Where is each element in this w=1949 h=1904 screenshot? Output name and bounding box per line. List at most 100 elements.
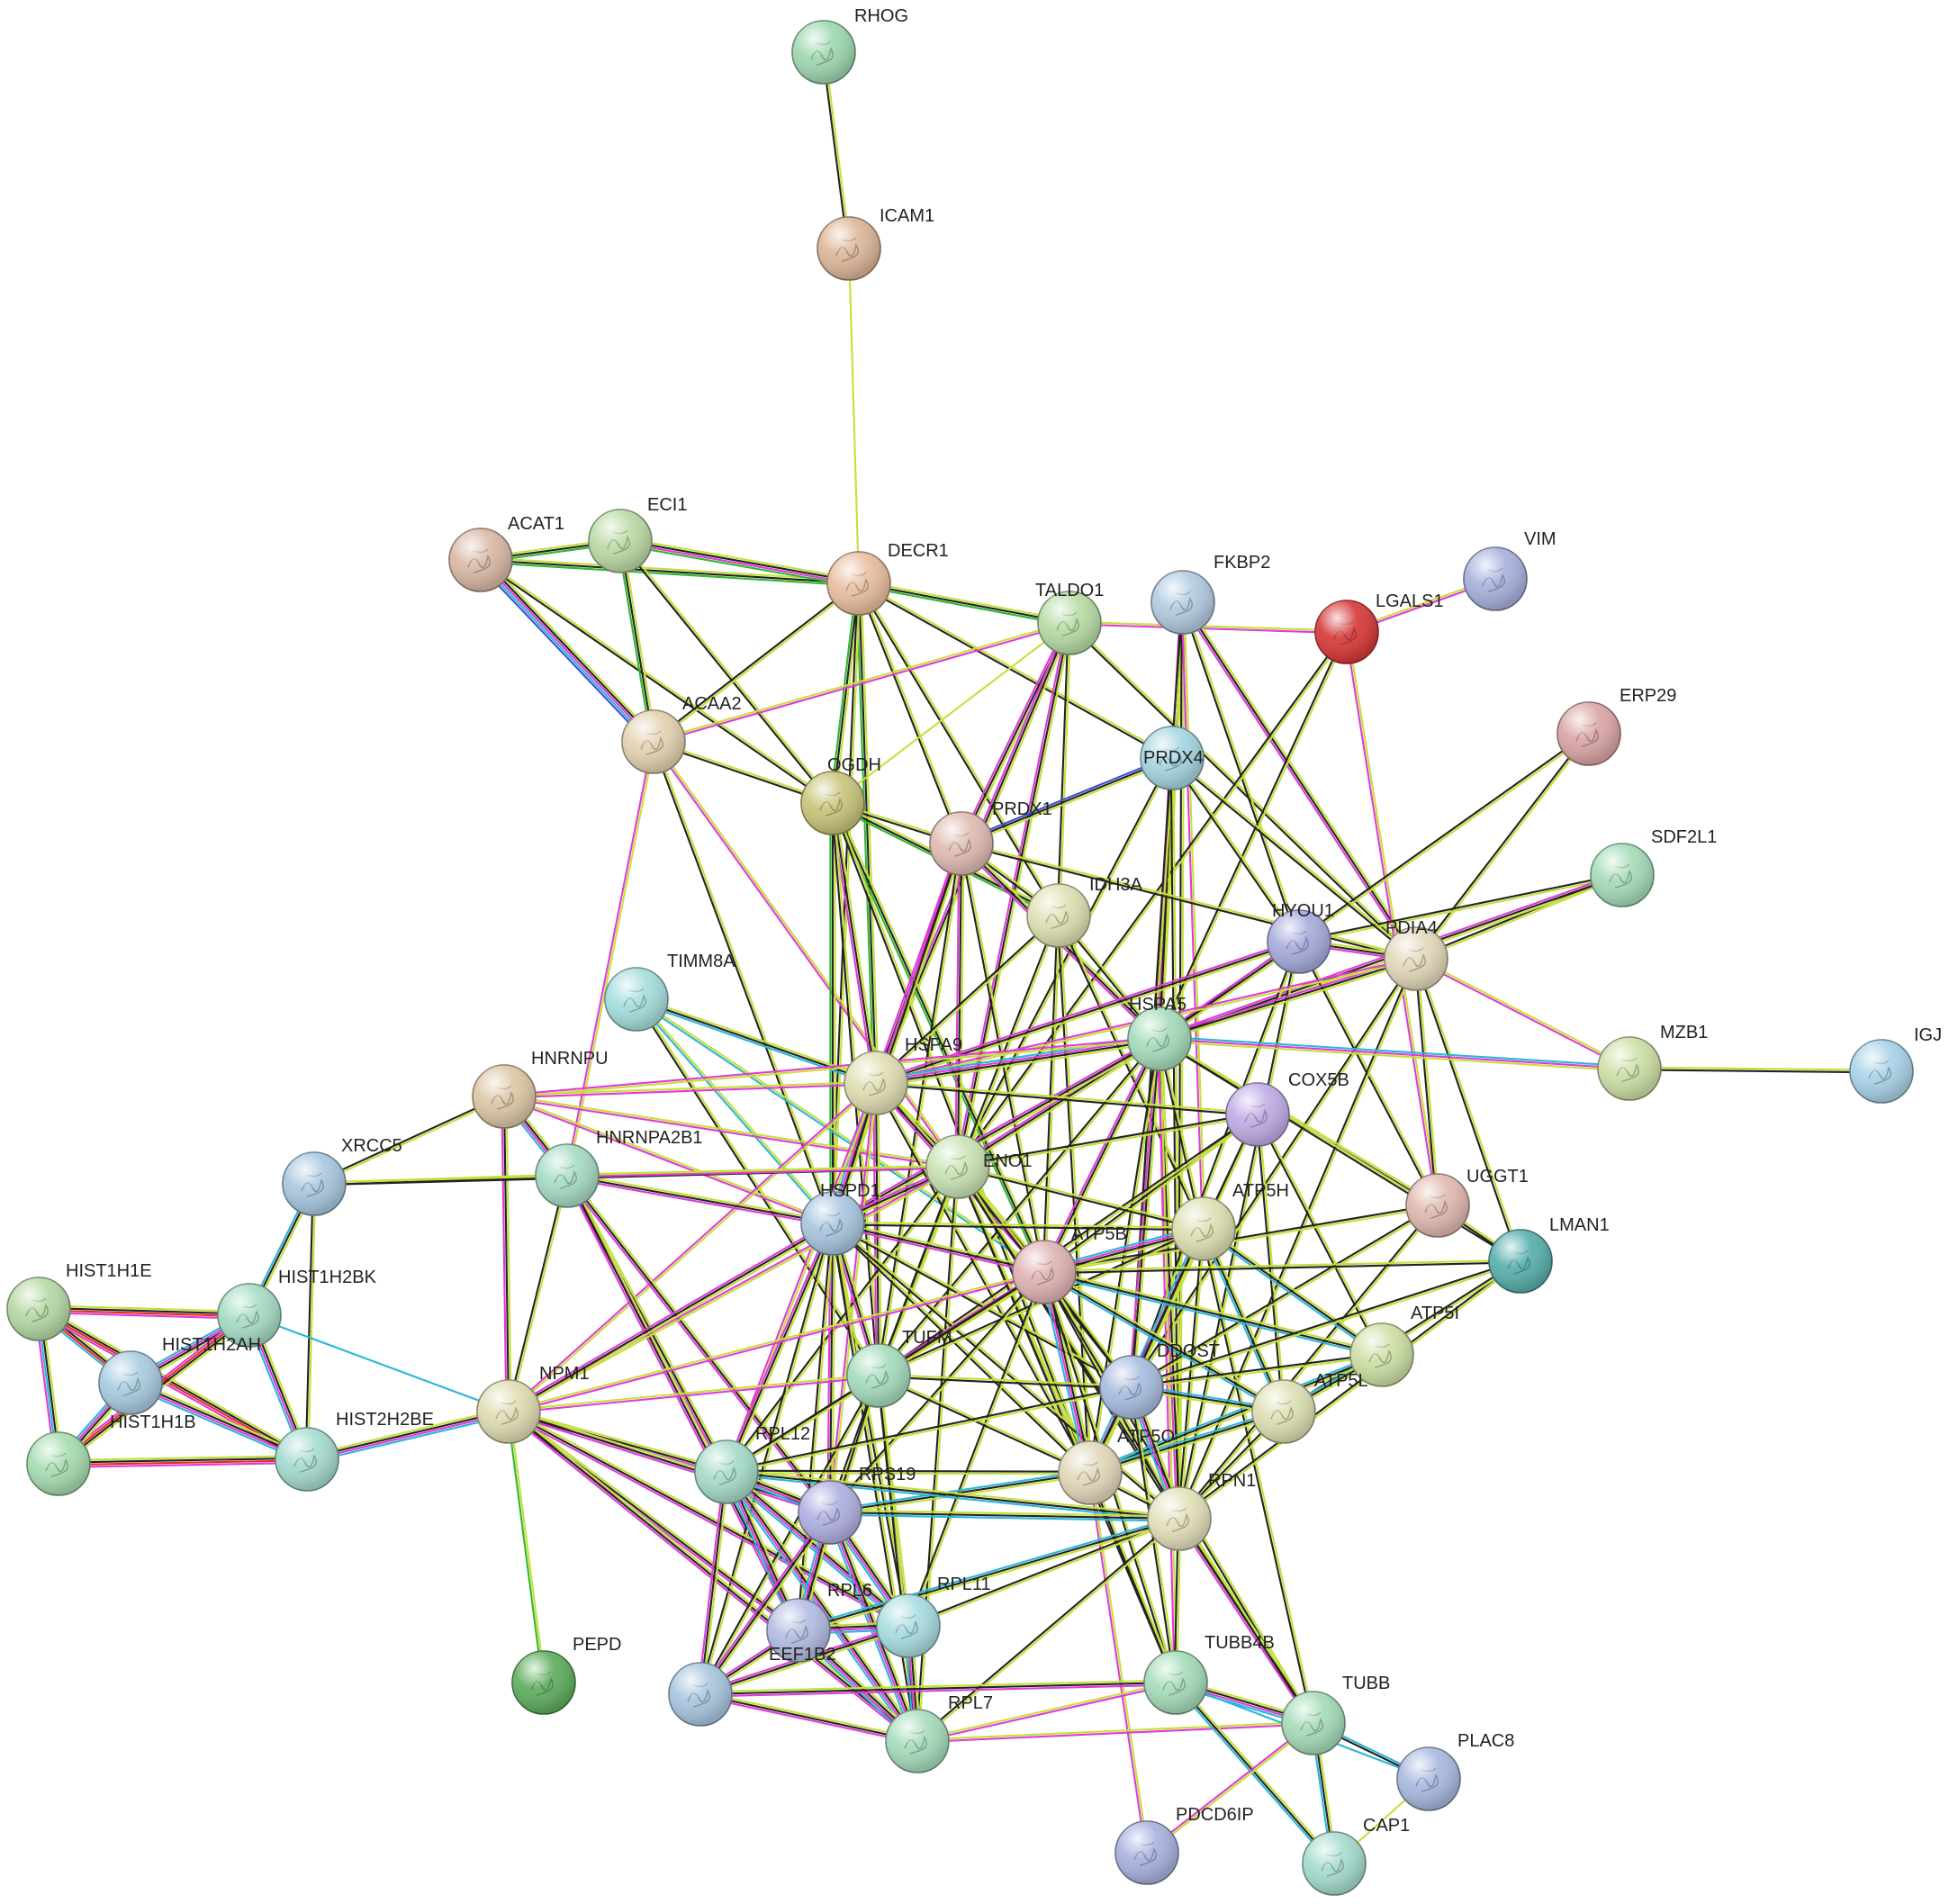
node-pdcd6ip[interactable]: PDCD6IP bbox=[1114, 1805, 1254, 1885]
node-icam1[interactable]: ICAM1 bbox=[817, 206, 934, 281]
node-atp5o[interactable]: ATP5O bbox=[1058, 1427, 1175, 1505]
node-rps19[interactable]: RPS19 bbox=[798, 1465, 916, 1545]
node-atp5h[interactable]: ATP5H bbox=[1171, 1181, 1289, 1261]
node-rpl7[interactable]: RPL7 bbox=[885, 1693, 993, 1773]
node-hist2h2be[interactable]: HIST2H2BE bbox=[275, 1410, 434, 1492]
node-pepd[interactable]: PEPD bbox=[511, 1635, 621, 1715]
edge-line-databases bbox=[1040, 1272, 1088, 1475]
edge-line-text-mining bbox=[1180, 1516, 1317, 1723]
node-uggt1[interactable]: UGGT1 bbox=[1405, 1167, 1529, 1238]
node-hnrnpa2b1[interactable]: HNRNPA2B1 bbox=[535, 1128, 703, 1208]
node-gloss bbox=[622, 710, 685, 773]
node-hspa5[interactable]: HSPA5 bbox=[1127, 995, 1192, 1071]
edge-line-text-mining bbox=[620, 539, 835, 803]
edge-line-databases bbox=[829, 1513, 1179, 1522]
edge-line-experiments bbox=[507, 1081, 876, 1412]
edge-line-coexpression bbox=[831, 1223, 1090, 1475]
node-gloss bbox=[1850, 1040, 1913, 1103]
node-rpn1[interactable]: RPN1 bbox=[1147, 1471, 1256, 1551]
edge-line-databases bbox=[1201, 1230, 1382, 1358]
node-gloss bbox=[1591, 844, 1654, 907]
node-atp5i[interactable]: ATP5I bbox=[1349, 1304, 1459, 1387]
node-hnrnpu[interactable]: HNRNPU bbox=[472, 1049, 609, 1129]
node-acaa2[interactable]: ACAA2 bbox=[621, 694, 742, 774]
node-cap1[interactable]: CAP1 bbox=[1302, 1816, 1410, 1896]
edge-line-coexpression bbox=[1413, 959, 1438, 1206]
node-atp5b[interactable]: ATP5B bbox=[1012, 1224, 1127, 1304]
node-hspa9[interactable]: HSPA9 bbox=[844, 1035, 962, 1115]
node-xrcc5[interactable]: XRCC5 bbox=[282, 1136, 402, 1216]
edge-line-text-mining bbox=[1132, 1261, 1521, 1390]
node-taldo1[interactable]: TALDO1 bbox=[1035, 581, 1104, 655]
node-timm8a[interactable]: TIMM8A bbox=[604, 952, 735, 1032]
node-gloss bbox=[1148, 1487, 1211, 1550]
node-gloss bbox=[1397, 1747, 1460, 1810]
edge-line-text-mining bbox=[958, 1040, 1161, 1170]
node-ddost[interactable]: DDOST bbox=[1099, 1341, 1220, 1420]
node-rpl6[interactable]: RPL6 bbox=[766, 1581, 872, 1663]
edge-atp5h-atp5i bbox=[1201, 1226, 1385, 1358]
node-eci1[interactable]: ECI1 bbox=[588, 495, 687, 573]
edge-line-experiments bbox=[917, 1683, 1177, 1744]
node-erp29[interactable]: ERP29 bbox=[1556, 686, 1676, 766]
node-fkbp2[interactable]: FKBP2 bbox=[1150, 553, 1270, 635]
edge-line-coexpression bbox=[699, 1511, 831, 1695]
node-lman1[interactable]: LMAN1 bbox=[1488, 1215, 1610, 1294]
edge-atp5b-lman1 bbox=[1043, 1259, 1521, 1275]
edge-line-experiments bbox=[503, 1036, 1159, 1096]
node-npm1[interactable]: NPM1 bbox=[476, 1364, 590, 1444]
node-gloss bbox=[473, 1065, 536, 1128]
node-gloss bbox=[1406, 1174, 1469, 1237]
node-hist1h1e[interactable]: HIST1H1E bbox=[6, 1261, 152, 1341]
edge-line-text-mining bbox=[908, 1519, 1180, 1629]
node-plac8[interactable]: PLAC8 bbox=[1396, 1731, 1514, 1811]
edge-line-text-mining bbox=[1204, 1226, 1385, 1354]
edge-hist1h2bk-npm1 bbox=[248, 1314, 510, 1412]
node-gloss bbox=[886, 1710, 949, 1773]
node-hyou1[interactable]: HYOU1 bbox=[1267, 901, 1334, 974]
node-eef1b2[interactable]: EEF1B2 bbox=[668, 1645, 835, 1727]
edge-line-text-mining bbox=[1044, 1114, 1259, 1274]
node-ogdh[interactable]: OGDH bbox=[800, 755, 881, 835]
edge-line-coexpression bbox=[1087, 1038, 1159, 1473]
node-cox5b[interactable]: COX5B bbox=[1225, 1070, 1349, 1147]
edge-line-text-mining bbox=[726, 1472, 1090, 1475]
edge-rpl12-rpn1 bbox=[726, 1468, 1180, 1522]
node-hspd1[interactable]: HSPD1 bbox=[800, 1181, 880, 1256]
node-prdx1[interactable]: PRDX1 bbox=[929, 799, 1052, 876]
node-tubb4b[interactable]: TUBB4B bbox=[1143, 1633, 1275, 1715]
node-prdx4[interactable]: PRDX4 bbox=[1140, 726, 1205, 790]
edge-line-text-mining bbox=[1132, 1355, 1383, 1390]
node-rpl12[interactable]: RPL12 bbox=[694, 1424, 810, 1504]
edge-line-coexpression bbox=[39, 1306, 309, 1459]
edge-line-coexpression bbox=[508, 1223, 834, 1412]
node-mzb1[interactable]: MZB1 bbox=[1597, 1023, 1708, 1101]
edge-line-experiments bbox=[1145, 1721, 1313, 1853]
node-hist1h2ah[interactable]: HIST1H2AH bbox=[98, 1335, 261, 1415]
node-label: NPM1 bbox=[539, 1364, 590, 1384]
node-decr1[interactable]: DECR1 bbox=[826, 541, 949, 616]
node-sdf2l1[interactable]: SDF2L1 bbox=[1590, 827, 1717, 907]
node-rpl11[interactable]: RPL11 bbox=[876, 1575, 991, 1658]
node-eno1[interactable]: ENO1 bbox=[925, 1134, 1032, 1199]
edge-fkbp2-atp5h bbox=[1180, 601, 1206, 1230]
node-idh3a[interactable]: IDH3A bbox=[1026, 875, 1143, 948]
node-igj[interactable]: IGJ bbox=[1849, 1025, 1942, 1104]
edge-hspa9-npm1 bbox=[507, 1081, 878, 1413]
node-acat1[interactable]: ACAT1 bbox=[448, 514, 564, 592]
node-tubb[interactable]: TUBB bbox=[1281, 1674, 1390, 1755]
node-lgals1[interactable]: LGALS1 bbox=[1314, 591, 1444, 664]
node-pdia4[interactable]: PDIA4 bbox=[1384, 918, 1448, 991]
node-rhog[interactable]: RHOG bbox=[791, 6, 908, 85]
edge-line-experiments bbox=[507, 1220, 833, 1411]
node-hist1h1b[interactable]: HIST1H1B bbox=[26, 1412, 196, 1496]
node-tufm[interactable]: TUFM bbox=[846, 1328, 952, 1408]
edge-line-text-mining bbox=[961, 841, 1417, 959]
edge-rpn1-rpl6 bbox=[797, 1515, 1181, 1634]
edge-line-coexpression bbox=[876, 843, 961, 1376]
edge-line-text-mining bbox=[509, 1409, 801, 1629]
node-atp5l[interactable]: ATP5L bbox=[1251, 1371, 1368, 1444]
node-hist1h2bk[interactable]: HIST1H2BK bbox=[217, 1268, 377, 1348]
node-vim[interactable]: VIM bbox=[1463, 529, 1556, 611]
edge-line-text-mining bbox=[1172, 756, 1301, 942]
